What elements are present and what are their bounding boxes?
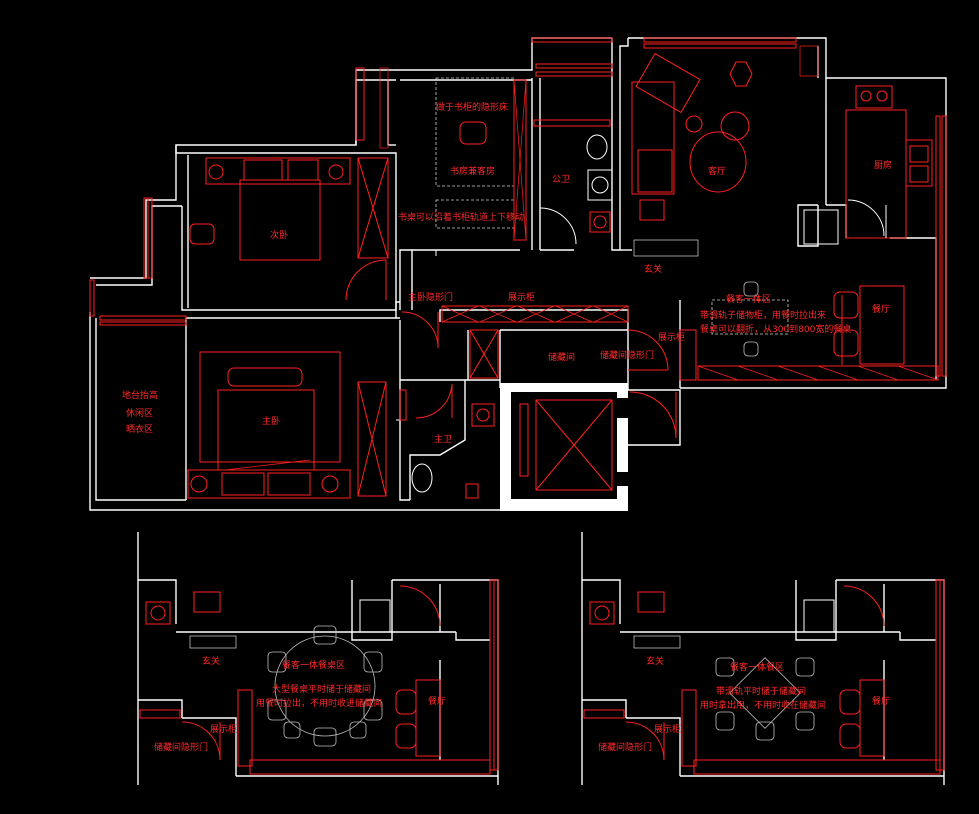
label-bedroom2: 次卧 — [270, 229, 288, 241]
label-dining: 餐厅 — [872, 303, 890, 315]
v2-label-note2: 用时拿出用，不用时收在储藏间 — [700, 699, 826, 711]
label-entry: 玄关 — [644, 263, 662, 275]
label-study1: 做于书柜的隐形床 — [436, 101, 508, 113]
wardrobes — [357, 157, 629, 497]
living-furniture — [631, 52, 905, 365]
v2-label-dining: 餐厅 — [872, 695, 890, 707]
variant2-square-table — [715, 657, 815, 741]
label-storagedoor: 储藏间隐形门 — [600, 349, 654, 361]
label-bay1: 地台抬高 — [122, 389, 158, 401]
v1-label-display: 展示柜 — [210, 723, 237, 735]
variant1-plan: 玄关 餐客一体餐桌区 大型餐桌平时储于储藏间 用餐时拉出，不用时收进储藏间 餐厅… — [137, 532, 499, 785]
label-dining-note2: 餐桌可以翻折，从300到800宽的餐桌 — [700, 323, 851, 335]
label-bay3: 晒衣区 — [126, 423, 153, 435]
label-kitchen: 厨房 — [874, 159, 892, 171]
bedroom2-bed — [189, 157, 351, 261]
label-living: 客厅 — [708, 165, 726, 177]
label-study3: 书桌可以沿着书柜轨道上下移动 — [398, 211, 524, 223]
v1-label-note2: 用餐时拉出，不用时收进储藏间 — [256, 697, 382, 709]
variant1-round-table — [267, 625, 383, 747]
label-masterdoor: 主卧隐形门 — [408, 291, 453, 303]
v1-label-title: 餐客一体餐桌区 — [282, 659, 345, 671]
public-bathroom — [533, 119, 613, 245]
label-dining-title: 餐客一体区 — [726, 293, 771, 305]
label-dining-note1: 带滑轨子储物柜，用餐时拉出来 — [700, 309, 826, 321]
master-bathroom — [399, 383, 495, 499]
kitchen-fixtures — [803, 85, 933, 245]
label-display: 展示柜 — [508, 291, 535, 303]
label-mainbath: 主卫 — [434, 433, 452, 445]
v1-label-storagedoor: 储藏间隐形门 — [154, 741, 208, 753]
v2-label-title: 餐客一体餐区 — [730, 661, 784, 673]
label-bay2: 休闲区 — [126, 407, 153, 419]
label-study2: 书房兼客房 — [450, 165, 495, 177]
v2-label-display: 展示柜 — [654, 723, 681, 735]
main-plan: 次卧 主卧 地台抬高 休闲区 晒衣区 做于书柜的隐形床 书房兼客房 书桌可以沿着… — [89, 37, 947, 511]
elevator-core — [500, 383, 630, 511]
label-pubbath: 公卫 — [552, 174, 570, 185]
v2-label-storagedoor: 储藏间隐形门 — [598, 741, 652, 753]
label-master: 主卧 — [262, 415, 280, 427]
master-bed — [187, 351, 351, 499]
doors — [345, 250, 677, 439]
v2-label-note1: 带滑轨平时储于储藏间 — [716, 685, 806, 697]
label-storage: 储藏间 — [548, 351, 575, 363]
v1-label-entry: 玄关 — [202, 655, 220, 667]
v2-label-entry: 玄关 — [646, 655, 664, 667]
v1-label-note1: 大型餐桌平时储于储藏间 — [272, 683, 371, 695]
v1-label-dining: 餐厅 — [428, 695, 446, 707]
label-corridor: 展示柜 — [658, 331, 685, 343]
dining-table — [679, 281, 939, 381]
study — [435, 77, 527, 241]
variant2-plan: 玄关 餐客一体餐区 带滑轨平时储于储藏间 用时拿出用，不用时收在储藏间 餐厅 展… — [581, 532, 945, 785]
